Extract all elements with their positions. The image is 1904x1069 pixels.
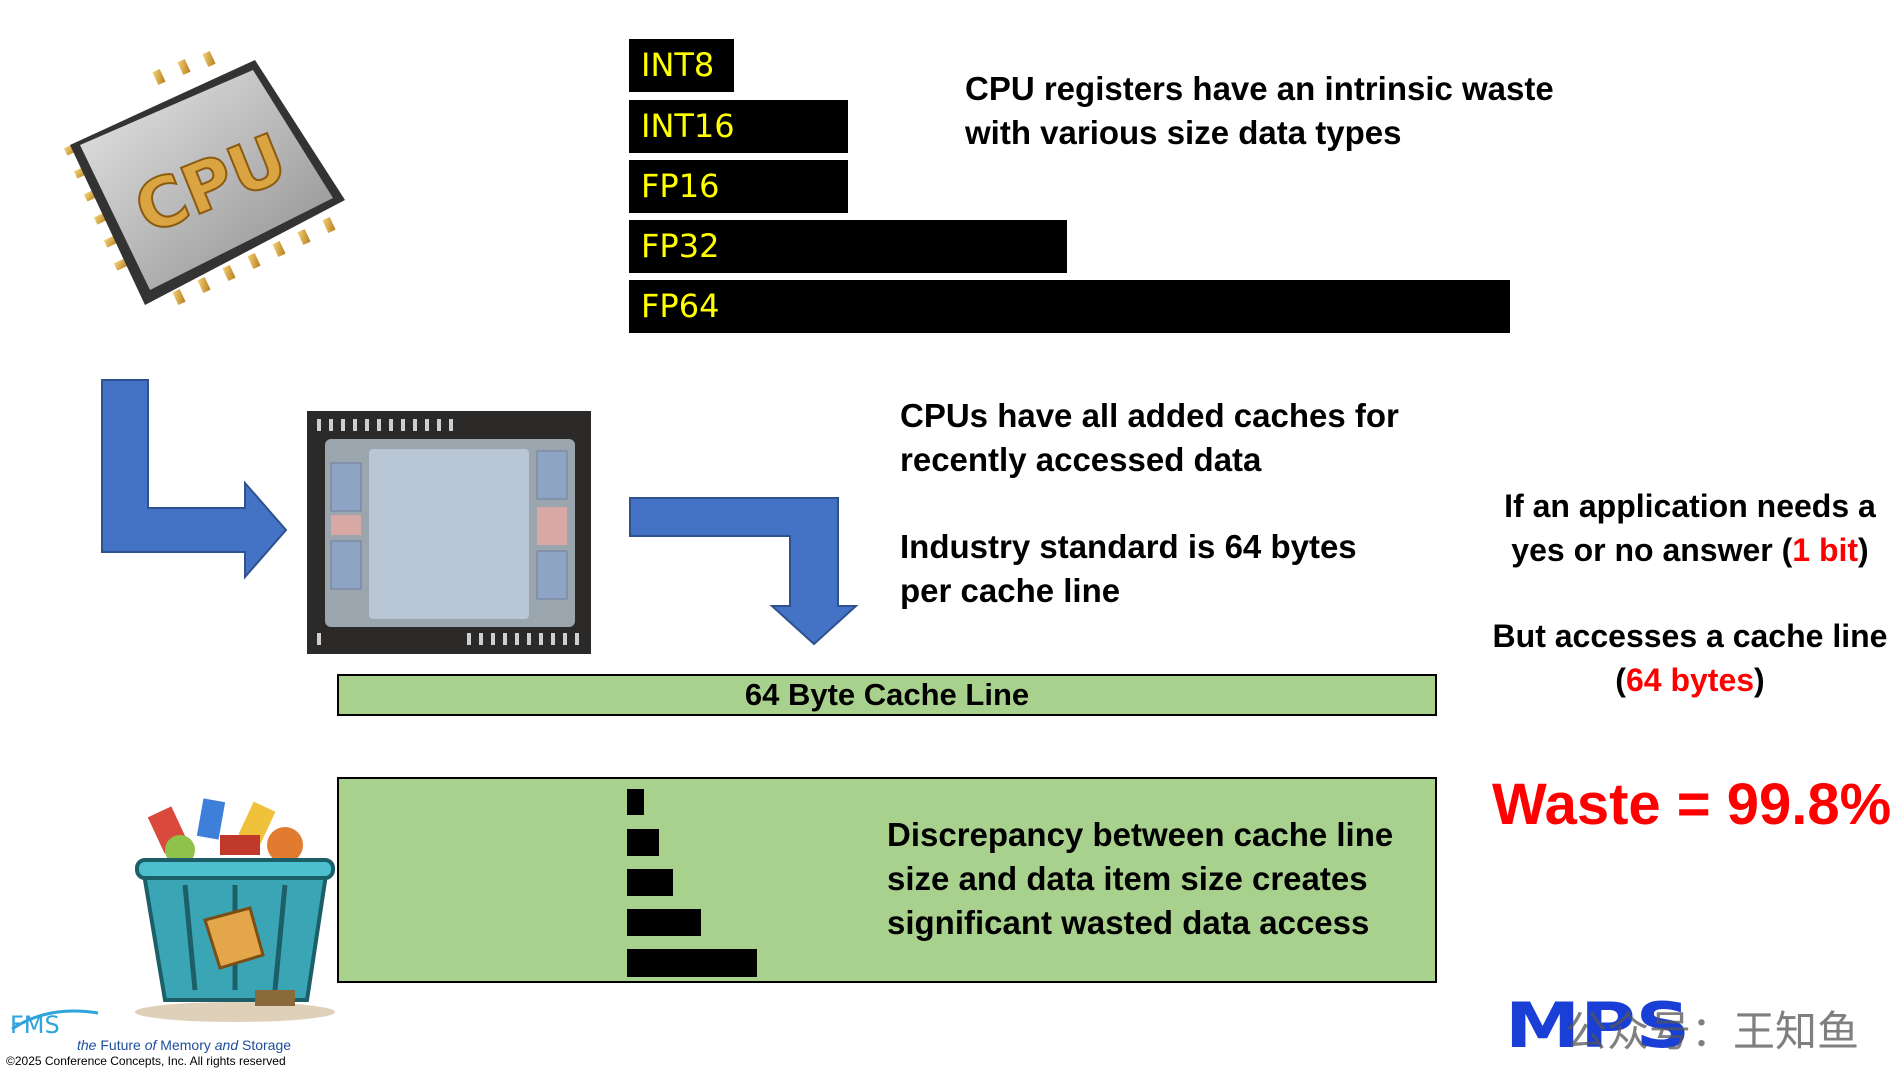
arrow-right-down-icon bbox=[628, 496, 859, 646]
fms-tagline-b: Future bbox=[100, 1037, 141, 1053]
cache-die-image bbox=[307, 411, 591, 654]
app-line2: yes or no answer (1 bit) bbox=[1480, 528, 1900, 572]
fms-logo: FMS bbox=[8, 1003, 103, 1042]
application-text: If an application needs a yes or no answ… bbox=[1480, 484, 1900, 572]
fms-tagline-a: the bbox=[77, 1037, 101, 1053]
mini-bar-int16 bbox=[627, 829, 659, 856]
bar-fp16-label: FP16 bbox=[641, 167, 720, 205]
discrepancy-line1: Discrepancy between cache line bbox=[887, 816, 1394, 853]
cpu-chip-image: CPU bbox=[25, 50, 385, 330]
access-line1: But accesses a cache line bbox=[1492, 618, 1888, 654]
bar-int16: INT16 bbox=[627, 98, 850, 155]
app-line2-pre: yes or no answer ( bbox=[1511, 532, 1793, 568]
discrepancy-line3: significant wasted data access bbox=[887, 904, 1370, 941]
cache-line-bar: 64 Byte Cache Line bbox=[337, 674, 1437, 716]
trash-can-image bbox=[125, 790, 340, 1025]
bar-int16-label: INT16 bbox=[641, 107, 735, 145]
fms-tagline-f: Storage bbox=[242, 1037, 292, 1053]
mps-logo-text: MPS bbox=[1505, 995, 1690, 1053]
standard-text: Industry standard is 64 bytes per cache … bbox=[900, 525, 1357, 613]
standard-line2: per cache line bbox=[900, 572, 1121, 609]
watermark: 公众号：王知鱼 bbox=[1565, 1007, 1860, 1056]
mini-bar-int8 bbox=[627, 789, 644, 815]
discrepancy-text: Discrepancy between cache line size and … bbox=[887, 813, 1393, 945]
mini-bar-fp64 bbox=[627, 949, 757, 977]
caches-line2: recently accessed data bbox=[900, 441, 1262, 478]
caches-line1: CPUs have all added caches for bbox=[900, 397, 1399, 434]
bar-fp64: FP64 bbox=[627, 278, 1512, 335]
access-line2: (64 bytes) bbox=[1480, 658, 1900, 702]
bar-int8-label: INT8 bbox=[641, 46, 715, 84]
fms-tagline: the Future of Memory and Storage bbox=[77, 1037, 291, 1053]
arrow-down-right-icon bbox=[100, 378, 290, 583]
cache-line-label: 64 Byte Cache Line bbox=[744, 677, 1030, 712]
bar-int8: INT8 bbox=[627, 37, 736, 94]
registers-text: CPU registers have an intrinsic waste wi… bbox=[965, 67, 1554, 155]
standard-line1: Industry standard is 64 bytes bbox=[900, 528, 1357, 565]
bar-fp32-label: FP32 bbox=[641, 227, 720, 265]
copyright: ©2025 Conference Concepts, Inc. All righ… bbox=[6, 1054, 286, 1068]
app-line1: If an application needs a bbox=[1504, 488, 1876, 524]
one-bit-highlight: 1 bit bbox=[1792, 532, 1859, 568]
fms-tagline-e: and bbox=[210, 1037, 242, 1053]
waste-percentage: Waste = 99.8% bbox=[1492, 772, 1892, 837]
fms-tagline-c: of bbox=[140, 1037, 161, 1053]
fms-logo-text: FMS bbox=[10, 1011, 60, 1037]
discrepancy-line2: size and data item size creates bbox=[887, 860, 1368, 897]
waste-box: Discrepancy between cache line size and … bbox=[337, 777, 1437, 983]
sixty-four-bytes-highlight: 64 bytes bbox=[1625, 662, 1755, 698]
caches-text: CPUs have all added caches for recently … bbox=[900, 394, 1399, 482]
mini-bar-fp16 bbox=[627, 869, 673, 896]
registers-line2: with various size data types bbox=[965, 114, 1402, 151]
access-line2-pre: ( bbox=[1615, 662, 1626, 698]
mini-bar-fp32 bbox=[627, 909, 701, 936]
mps-logo: MPS bbox=[1505, 989, 1695, 1062]
bar-fp64-label: FP64 bbox=[641, 287, 720, 325]
bar-fp32: FP32 bbox=[627, 218, 1069, 275]
access-text: But accesses a cache line (64 bytes) bbox=[1480, 614, 1900, 702]
access-line2-post: ) bbox=[1754, 662, 1765, 698]
fms-tagline-d: Memory bbox=[160, 1037, 211, 1053]
bar-fp16: FP16 bbox=[627, 158, 850, 215]
app-line2-post: ) bbox=[1858, 532, 1869, 568]
registers-line1: CPU registers have an intrinsic waste bbox=[965, 70, 1554, 107]
